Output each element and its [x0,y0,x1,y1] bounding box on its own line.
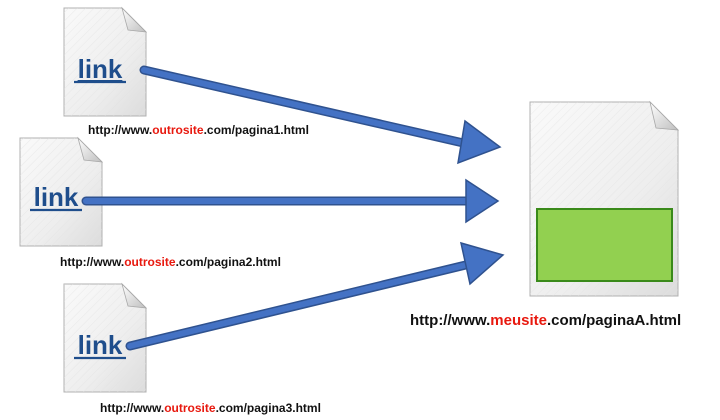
target-url: http://www.meusite.com/paginaA.html [410,312,682,329]
link-text[interactable]: link [78,54,123,84]
arrow-1 [139,65,502,165]
document-icon [19,136,104,247]
link-text[interactable]: link [78,330,123,360]
source-url-1: http://www.outrosite.com/pagina1.html [88,123,309,137]
source-page-2: link [19,136,104,247]
document-icon [63,282,148,393]
arrows [81,65,505,351]
document-icon [63,6,148,117]
source-url-3: http://www.outrosite.com/pagina3.html [100,401,321,415]
source-url-2: http://www.outrosite.com/pagina2.html [60,255,281,269]
source-page-1: link [63,6,148,117]
arrow-2 [81,178,500,224]
arrow-3 [125,241,505,351]
target-page [529,100,680,297]
link-text[interactable]: link [34,182,79,212]
content-block [536,208,673,282]
source-page-3: link [63,282,148,393]
